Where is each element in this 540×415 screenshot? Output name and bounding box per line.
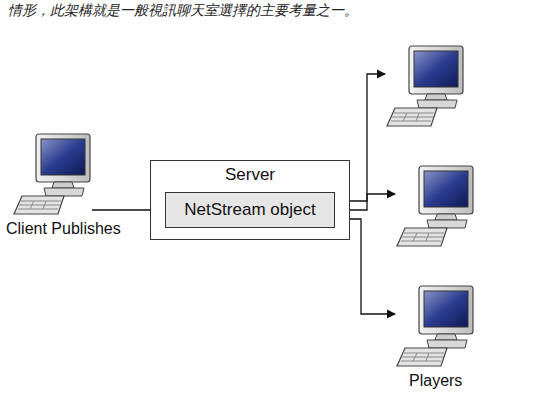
computer-label: Players (409, 372, 483, 390)
computer-node (393, 162, 483, 252)
server-box: ServerNetStream object (150, 160, 350, 240)
box-title: Server (151, 161, 349, 185)
object-box: NetStream object (165, 192, 335, 228)
computer-icon (383, 42, 473, 132)
box-title: NetStream object (172, 200, 328, 220)
computer-icon (393, 162, 483, 252)
computer-icon (10, 130, 100, 220)
computer-icon (393, 282, 483, 372)
page-note: 情形，此架構就是一般視訊聊天室選擇的主要考量之一。 (8, 2, 532, 20)
computer-label: Client Publishes (6, 220, 121, 238)
computer-node (383, 42, 473, 132)
computer-node: Client Publishes (10, 130, 121, 238)
computer-node: Players (393, 282, 483, 390)
